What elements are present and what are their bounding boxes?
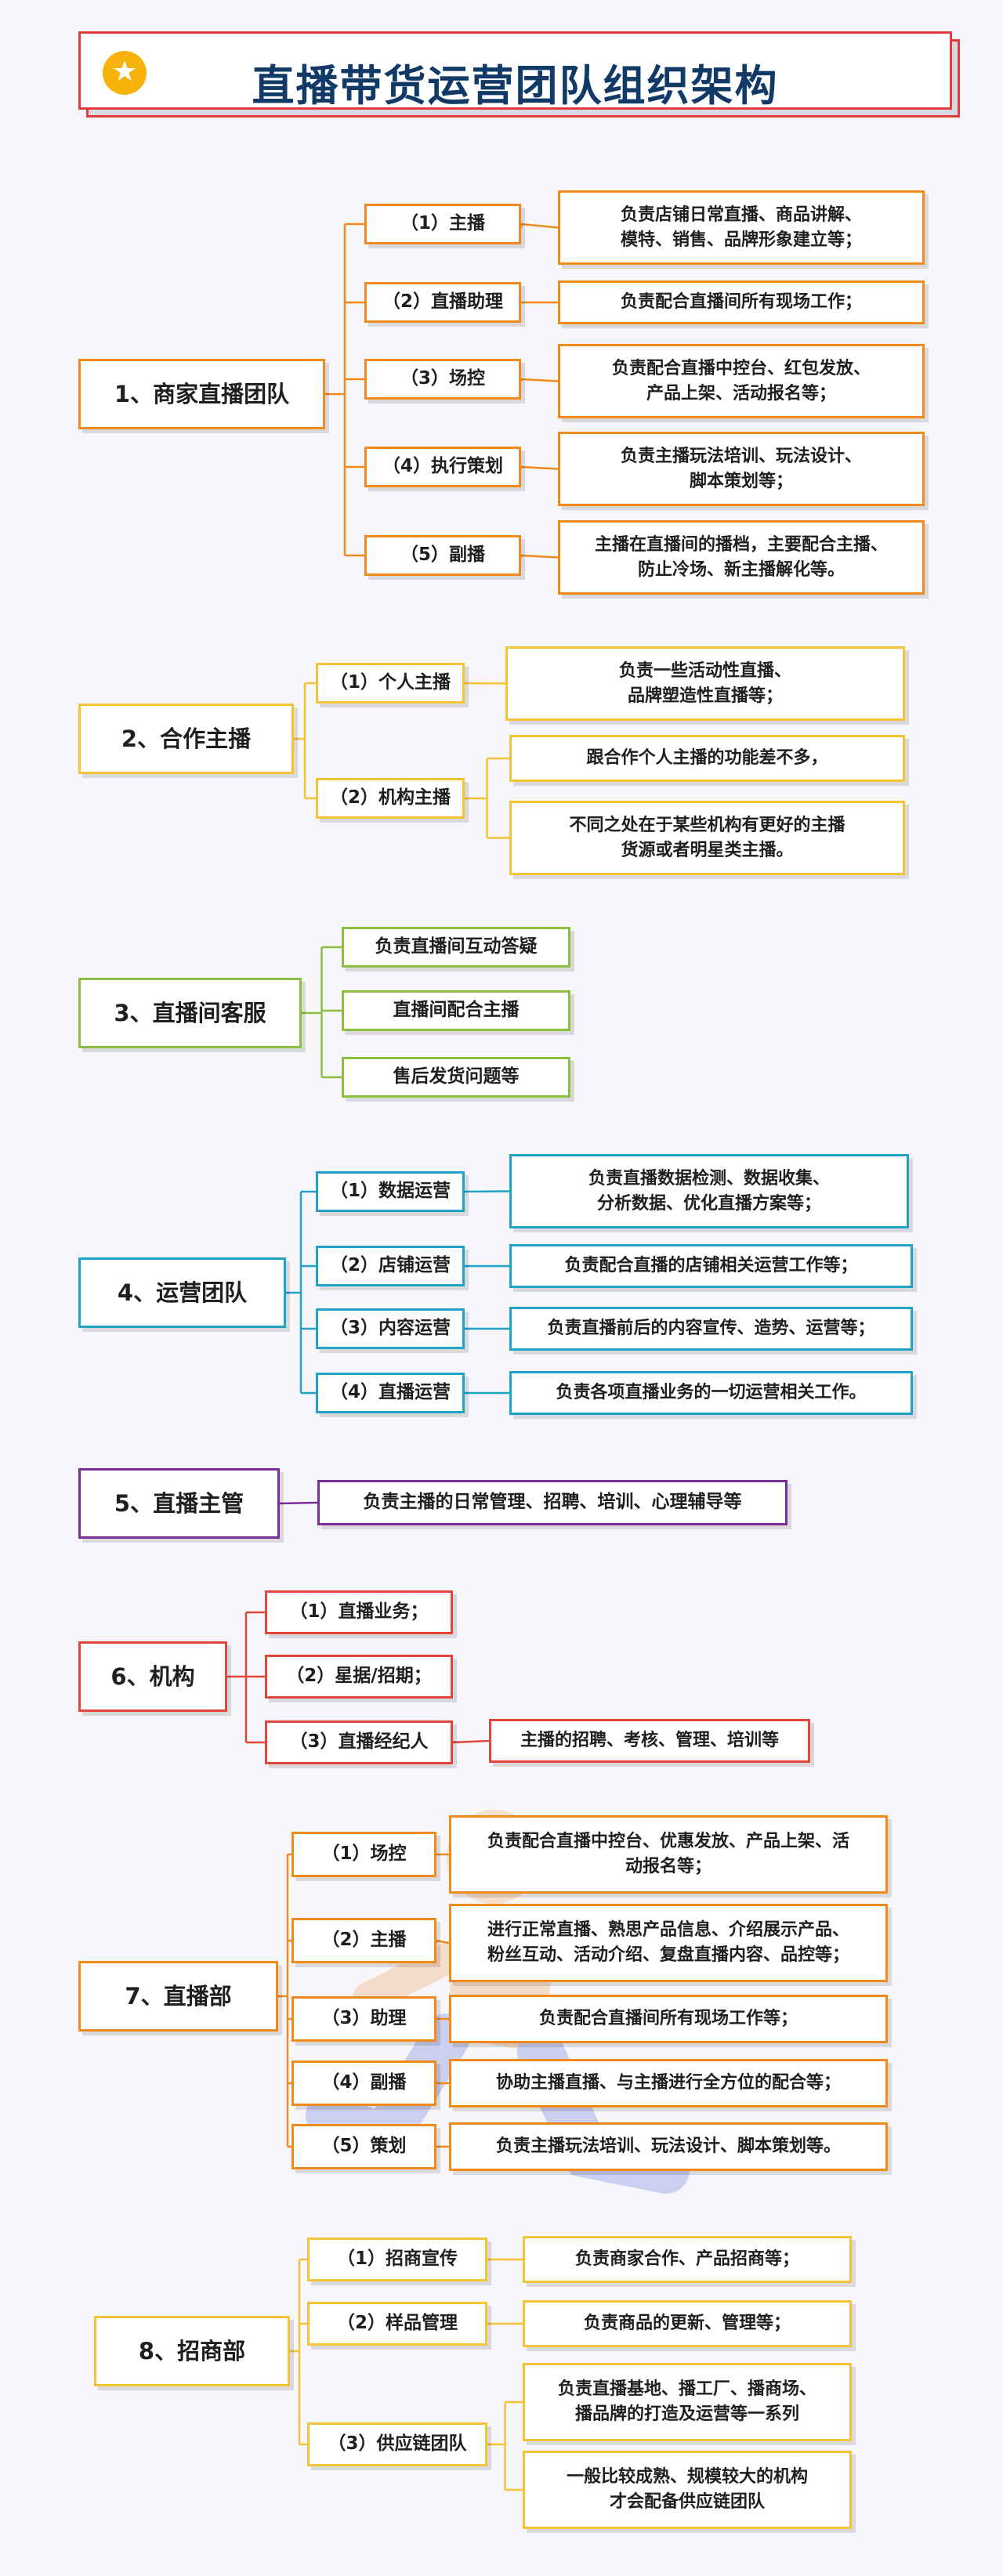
role-node: （1）场控 bbox=[291, 1832, 436, 1877]
section-node: 4、运营团队 bbox=[78, 1257, 286, 1328]
role-node: （4）执行策划 bbox=[364, 447, 521, 487]
role-node: （1）主播 bbox=[364, 204, 521, 244]
duty-node: 负责直播基地、播工厂、播商场、 播品牌的打造及运营等一系列 bbox=[523, 2363, 852, 2441]
duty-node: 负责配合直播的店铺相关运营工作等； bbox=[509, 1244, 913, 1288]
role-node: （2）直播助理 bbox=[364, 282, 521, 323]
duty-node: 负责各项直播业务的一切运营相关工作。 bbox=[509, 1371, 913, 1415]
section-node: 2、合作主播 bbox=[78, 704, 294, 774]
role-node: （1）个人主播 bbox=[316, 663, 465, 704]
duty-node: 协助主播直播、与主播进行全方位的配合等； bbox=[449, 2059, 888, 2107]
star-icon: ★ bbox=[103, 51, 147, 95]
duty-node: 主播在直播间的播档，主要配合主播、 防止冷场、新主播解化等。 bbox=[558, 520, 925, 595]
section-node: 6、机构 bbox=[78, 1641, 227, 1712]
role-node: （3）助理 bbox=[291, 1996, 436, 2042]
duty-node: 负责配合直播间所有现场工作等； bbox=[449, 1995, 888, 2043]
role-connector bbox=[520, 465, 559, 470]
role-node: 售后发货问题等 bbox=[342, 1057, 570, 1098]
duty-node: 跟合作个人主播的功能差不多， bbox=[509, 735, 905, 782]
role-node: （1）直播业务； bbox=[265, 1590, 453, 1634]
duty-node: 负责主播玩法培训、玩法设计、 脚本策划等； bbox=[558, 432, 925, 506]
role-connector bbox=[464, 682, 506, 685]
duty-node: 进行正常直播、熟思产品信息、介绍展示产品、 粉丝互动、活动介绍、复盘直播内容、品… bbox=[449, 1904, 888, 1982]
duty-node: 负责配合直播间所有现场工作； bbox=[558, 280, 925, 324]
role-node: 直播间配合主播 bbox=[342, 990, 570, 1031]
role-node: （1）招商宣传 bbox=[307, 2238, 487, 2281]
role-node: （2）店铺运营 bbox=[316, 1246, 465, 1286]
role-connector bbox=[452, 1739, 490, 1744]
role-node: （3）供应链团队 bbox=[307, 2422, 487, 2466]
role-node: （5）副播 bbox=[364, 535, 521, 576]
duty-node: 负责商品的更新、管理等； bbox=[523, 2300, 852, 2347]
header-box: ★ 直播带货运营团队组织架构 bbox=[78, 31, 952, 110]
role-node: （5）策划 bbox=[291, 2124, 436, 2169]
role-node: （4）直播运营 bbox=[316, 1373, 465, 1413]
section-node: 3、直播间客服 bbox=[78, 978, 302, 1048]
role-node: （2）主播 bbox=[291, 1918, 436, 1963]
duty-node: 负责一些活动性直播、 品牌塑造性直播等； bbox=[505, 646, 905, 721]
duty-node: 不同之处在于某些机构有更好的主播 货源或者明星类主播。 bbox=[509, 801, 905, 875]
duty-node: 负责配合直播中控台、红包发放、 产品上架、活动报名等； bbox=[558, 344, 925, 418]
duty-node: 一般比较成熟、规模较大的机构 才会配备供应链团队 bbox=[523, 2451, 852, 2529]
section-node: 5、直播主管 bbox=[78, 1468, 280, 1539]
section-node: 8、招商部 bbox=[94, 2316, 290, 2386]
role-node: （3）场控 bbox=[364, 359, 521, 400]
role-connector bbox=[520, 223, 559, 229]
duty-node: 负责直播前后的内容宣传、造势、运营等； bbox=[509, 1307, 913, 1351]
role-node: （2）星据/招期； bbox=[265, 1655, 453, 1699]
role-node: 负责直播间互动答疑 bbox=[342, 927, 570, 968]
duty-node: 负责商家合作、产品招商等； bbox=[523, 2236, 852, 2283]
duty-node: 负责直播数据检测、数据收集、 分析数据、优化直播方案等； bbox=[509, 1154, 909, 1228]
role-connector bbox=[520, 554, 559, 559]
role-node: （3）直播经纪人 bbox=[265, 1720, 453, 1764]
duty-node: 负责主播玩法培训、玩法设计、脚本策划等。 bbox=[449, 2122, 888, 2171]
role-node: （1）数据运营 bbox=[316, 1171, 465, 1212]
header-banner: ★ 直播带货运营团队组织架构 bbox=[78, 31, 960, 118]
role-node: 负责主播的日常管理、招聘、培训、心理辅导等 bbox=[317, 1480, 788, 1525]
duty-node: 主播的招聘、考核、管理、培训等 bbox=[489, 1719, 810, 1763]
role-node: （4）副播 bbox=[291, 2060, 436, 2106]
duty-node: 负责配合直播中控台、优惠发放、产品上架、活 动报名等； bbox=[449, 1815, 888, 1894]
role-node: （2）样品管理 bbox=[307, 2302, 487, 2346]
section-node: 1、商家直播团队 bbox=[78, 359, 325, 429]
role-node: （2）机构主播 bbox=[316, 778, 465, 819]
section-node: 7、直播部 bbox=[78, 1961, 278, 2031]
page-title: 直播带货运营团队组织架构 bbox=[252, 61, 779, 110]
duty-node: 负责店铺日常直播、商品讲解、 模特、销售、品牌形象建立等； bbox=[558, 190, 925, 265]
role-node: （3）内容运营 bbox=[316, 1308, 465, 1349]
role-connector bbox=[520, 378, 559, 382]
role-connector bbox=[436, 1939, 450, 1945]
